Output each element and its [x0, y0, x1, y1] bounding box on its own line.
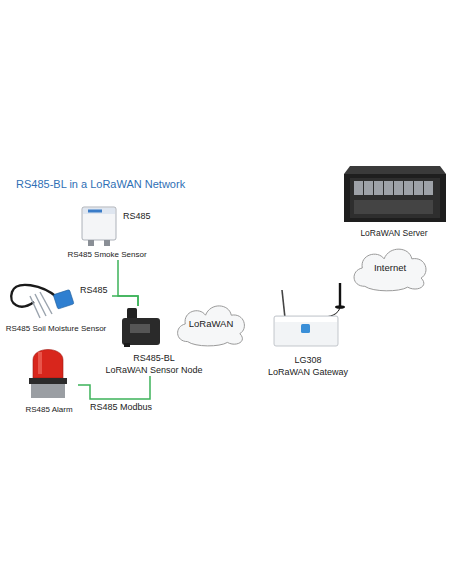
alarm-highlight	[38, 352, 42, 374]
rs485-wire	[78, 376, 150, 399]
rs485-wire	[112, 296, 138, 306]
gateway-illustration	[274, 283, 345, 346]
cloud-shape	[354, 249, 426, 291]
drive-bay	[354, 181, 363, 195]
drive-bay	[384, 181, 393, 195]
soil-sensor-node: RS485 Soil Moisture Sensor	[0, 266, 112, 334]
device-label: RS485-BL	[133, 352, 175, 364]
sensor-top-strip	[83, 208, 115, 214]
alarm-base	[31, 384, 65, 398]
gateway-top	[275, 317, 337, 322]
cloud-label: Internet	[374, 262, 406, 274]
wire-label: RS485	[123, 211, 151, 222]
soil-sensor-illustration	[11, 285, 74, 318]
node-enclosure	[122, 318, 160, 345]
diagram-title: RS485-BL in a LoRaWAN Network	[16, 178, 185, 191]
probe-prong	[40, 292, 52, 314]
cloud-shape	[178, 306, 245, 346]
device-label: RS485 Alarm	[25, 405, 72, 415]
device-label: RS485 Soil Moisture Sensor	[6, 324, 107, 334]
device-label: LoRaWAN Gateway	[268, 366, 348, 378]
drive-bay	[394, 181, 403, 195]
gateway-logo	[301, 324, 310, 333]
cable-gland	[88, 240, 94, 246]
drive-bay	[374, 181, 383, 195]
device-label: LG308	[294, 354, 321, 366]
gateway-node: LG308LoRaWAN Gateway	[262, 280, 354, 378]
rs485-wire	[118, 260, 138, 306]
probe-prong	[30, 296, 40, 318]
device-label: LoRaWAN Sensor Node	[105, 364, 202, 376]
wire-label: RS485 Modbus	[90, 402, 152, 413]
rack-body	[344, 174, 446, 222]
drive-bay	[414, 181, 423, 195]
rack-panel	[354, 200, 433, 214]
device-label: LoRaWAN Server	[360, 228, 427, 238]
alarm-dome	[33, 350, 63, 379]
alarm-ring	[29, 378, 67, 384]
gateway-body	[274, 316, 338, 346]
node-label-plate	[130, 324, 150, 333]
smoke-sensor-illustration	[82, 207, 116, 246]
sensor-housing	[82, 207, 116, 240]
rack-front	[350, 178, 440, 218]
wire-label: RS485	[80, 285, 108, 296]
sensor-logo	[88, 210, 102, 213]
probe-prong	[35, 294, 46, 316]
device-label: RS485 Smoke Sensor	[67, 250, 146, 260]
cable-gland	[104, 240, 110, 246]
network-cloud: LoRaWAN	[172, 300, 250, 348]
drive-bay	[424, 181, 433, 195]
server-illustration	[344, 166, 446, 222]
cloud-label: LoRaWAN	[189, 318, 234, 330]
drive-bay	[364, 181, 373, 195]
probe-head	[53, 290, 74, 310]
drive-bay	[404, 181, 413, 195]
sensor-node-illustration	[122, 308, 160, 347]
server-node: LoRaWAN Server	[340, 163, 448, 238]
gateway-antenna	[282, 290, 285, 318]
internet-cloud: Internet	[348, 243, 432, 293]
node-gland	[124, 343, 130, 347]
rack-top	[344, 166, 446, 174]
external-antenna	[339, 283, 341, 306]
sensor-cable	[11, 285, 58, 307]
alarm-node: RS485 Alarm	[20, 343, 78, 415]
alarm-illustration	[29, 350, 67, 399]
